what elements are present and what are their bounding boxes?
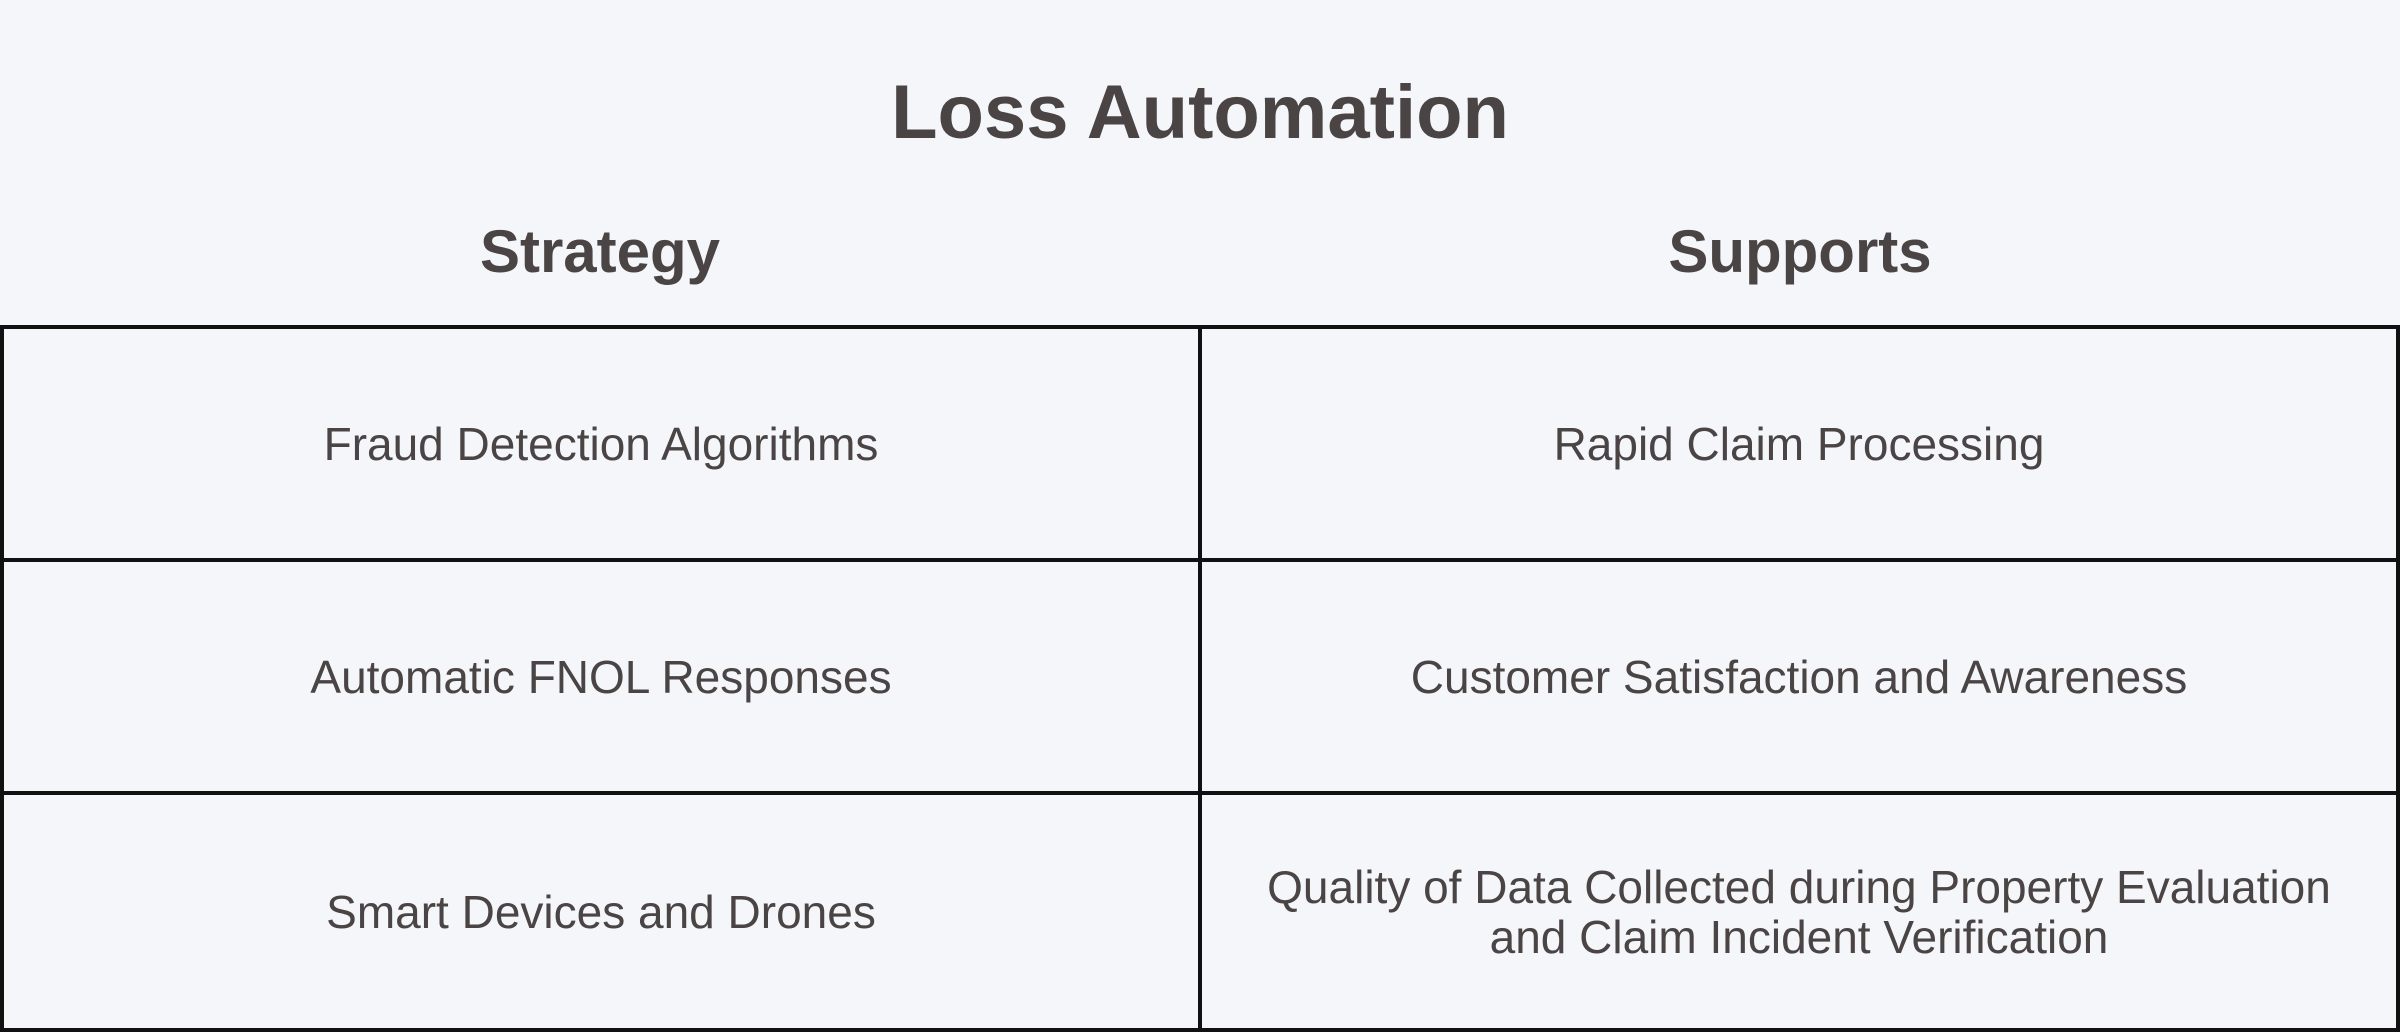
table-cell-strategy: Smart Devices and Drones bbox=[4, 795, 1202, 1028]
table-cell-supports: Rapid Claim Processing bbox=[1202, 329, 2396, 562]
strategy-supports-table: Fraud Detection Algorithms Rapid Claim P… bbox=[0, 325, 2400, 1032]
column-header-supports: Supports bbox=[1668, 218, 1932, 285]
table-cell-strategy: Automatic FNOL Responses bbox=[4, 562, 1202, 795]
table-cell-supports: Quality of Data Collected during Propert… bbox=[1267, 860, 2331, 963]
page-title: Loss Automation bbox=[891, 70, 1509, 155]
table-cell-strategy: Fraud Detection Algorithms bbox=[4, 329, 1202, 562]
column-header-strategy: Strategy bbox=[479, 218, 721, 285]
table-cell-supports: Customer Satisfaction and Awareness bbox=[1202, 562, 2396, 795]
